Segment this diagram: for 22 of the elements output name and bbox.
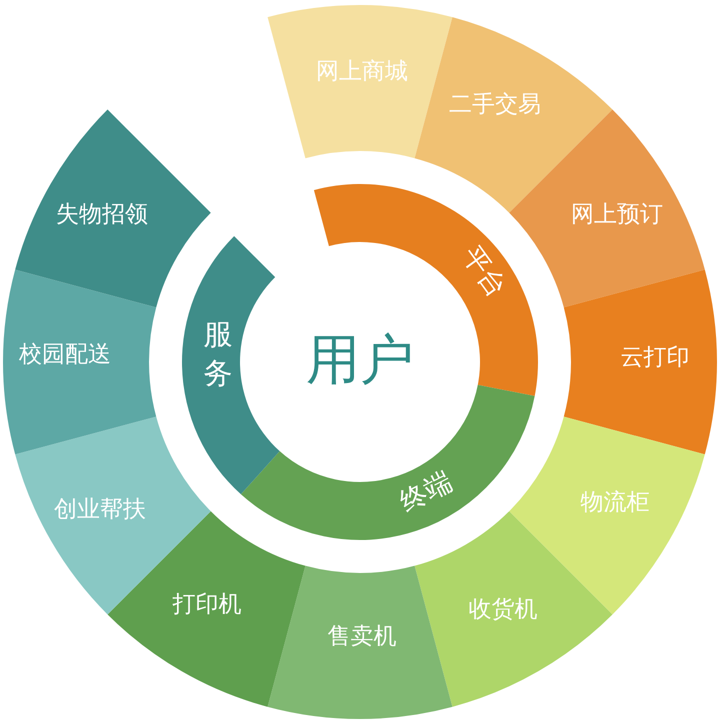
segment-label: 服务 — [204, 316, 232, 392]
ring-segment — [267, 565, 453, 719]
segment-label: 打印机 — [172, 594, 242, 616]
segment-label: 失物招领 — [56, 204, 148, 226]
ring-segment — [240, 384, 535, 540]
ring-segment — [182, 236, 280, 495]
ring-segment — [414, 511, 613, 707]
segment-label: 物流柜 — [580, 492, 650, 514]
segment-label: 平台 — [457, 242, 511, 302]
ring-segment — [15, 109, 211, 308]
segment-label: 校园配送 — [19, 344, 111, 366]
ring-segment — [563, 269, 717, 455]
segment-label: 云打印 — [620, 346, 690, 370]
segment-label: 二手交易 — [449, 94, 541, 116]
segment-label: 创业帮扶 — [54, 498, 146, 522]
segment-label: 网上预订 — [571, 204, 663, 226]
ring-segment — [3, 269, 157, 455]
segment-label: 网上商城 — [316, 60, 408, 84]
segment-label: 售卖机 — [328, 626, 396, 648]
center-label: 用户 — [306, 333, 414, 387]
segment-label: 终端 — [396, 468, 456, 516]
segment-label: 收货机 — [468, 598, 538, 622]
